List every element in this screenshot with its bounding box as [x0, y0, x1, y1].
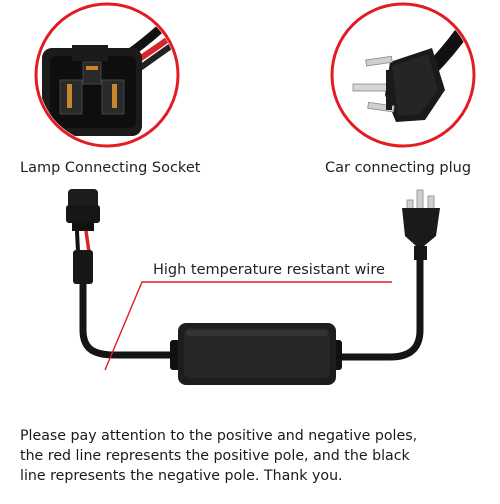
- car-plug-connector-icon: [402, 189, 440, 260]
- polarity-notice: Please pay attention to the positive and…: [20, 426, 490, 486]
- right-cable: [332, 256, 424, 361]
- notice-line-3: line represents the negative pole. Thank…: [20, 468, 343, 484]
- car-plug-label: Car connecting plug: [325, 160, 472, 176]
- car-plug-closeup-icon: [330, 2, 476, 148]
- notice-line-1: Please pay attention to the positive and…: [20, 428, 418, 444]
- wire-label: High temperature resistant wire: [153, 262, 385, 278]
- wire-pointer-line: [104, 281, 392, 371]
- decoder-box-icon: [170, 323, 342, 385]
- lamp-socket-label: Lamp Connecting Socket: [20, 160, 201, 176]
- lamp-socket-connector-icon: [66, 189, 100, 284]
- left-cable: [79, 280, 182, 359]
- notice-line-2: the red line represents the positive pol…: [20, 448, 410, 464]
- lamp-socket-closeup-icon: [34, 2, 180, 148]
